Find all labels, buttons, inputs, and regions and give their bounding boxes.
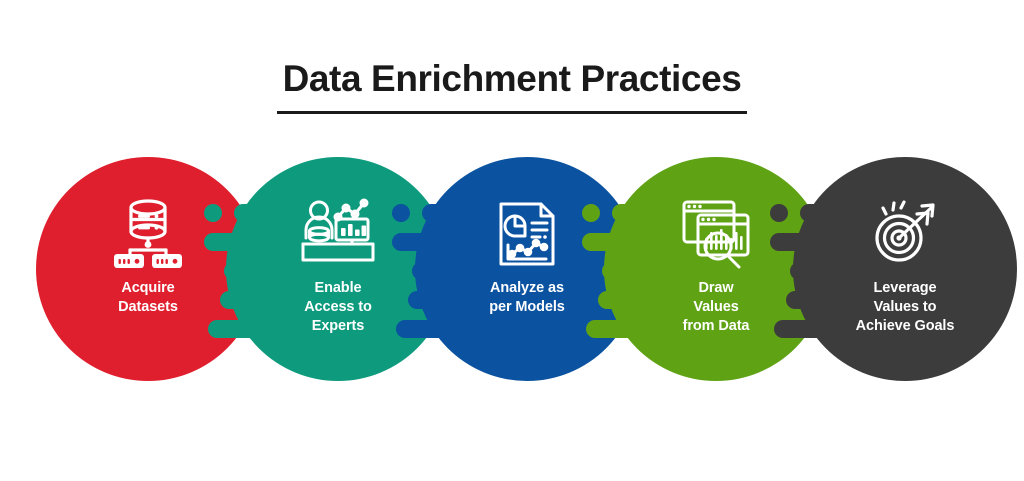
page-title-container: Data Enrichment Practices [0,34,1024,139]
target-arrow-icon [875,200,935,262]
flow-step-3-label: Analyze as per Models [489,280,565,315]
report-pie-line-chart-icon [499,202,555,266]
flow-step-4-label: Draw Values from Data [682,280,750,334]
process-flow: Acquire Datasets [0,157,1024,381]
database-servers-icon [114,199,182,268]
flow-step-2[interactable]: Enable Access to Experts [226,157,450,381]
page-title: Data Enrichment Practices [276,58,748,115]
flow-step-2-label: Enable Access to Experts [304,280,372,334]
flow-step-1[interactable]: Acquire Datasets [36,157,260,381]
flow-step-5-label: Leverage Values to Achieve Goals [855,280,955,334]
flow-step-1-label: Acquire Datasets [118,280,178,315]
windows-magnifier-bars-icon [682,200,750,269]
analyst-desk-chart-icon [301,198,375,262]
flow-step-3[interactable]: Analyze as per Models [415,157,639,381]
flow-step-5[interactable]: Leverage Values to Achieve Goals [793,157,1017,381]
